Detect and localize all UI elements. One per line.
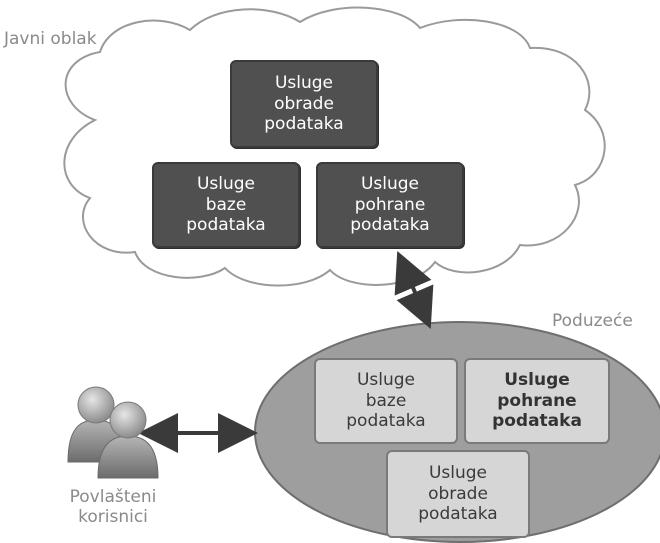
enterprise-storage-service: Usluge pohrane podataka <box>464 358 610 444</box>
cloud-processing-service: Usluge obrade podataka <box>230 60 378 148</box>
enterprise-label: Poduzeće <box>552 311 633 331</box>
cloud-enterprise-arrow <box>394 250 434 330</box>
enterprise-database-service: Usluge baze podataka <box>314 358 458 444</box>
cloud-storage-service: Usluge pohrane podataka <box>316 162 464 248</box>
users-label: Povlašteni korisnici <box>69 487 157 527</box>
users-icon <box>67 386 159 479</box>
public-cloud-label: Javni oblak <box>4 29 97 49</box>
cloud-database-service: Usluge baze podataka <box>152 162 300 248</box>
enterprise-processing-service: Usluge obrade podataka <box>386 450 530 538</box>
